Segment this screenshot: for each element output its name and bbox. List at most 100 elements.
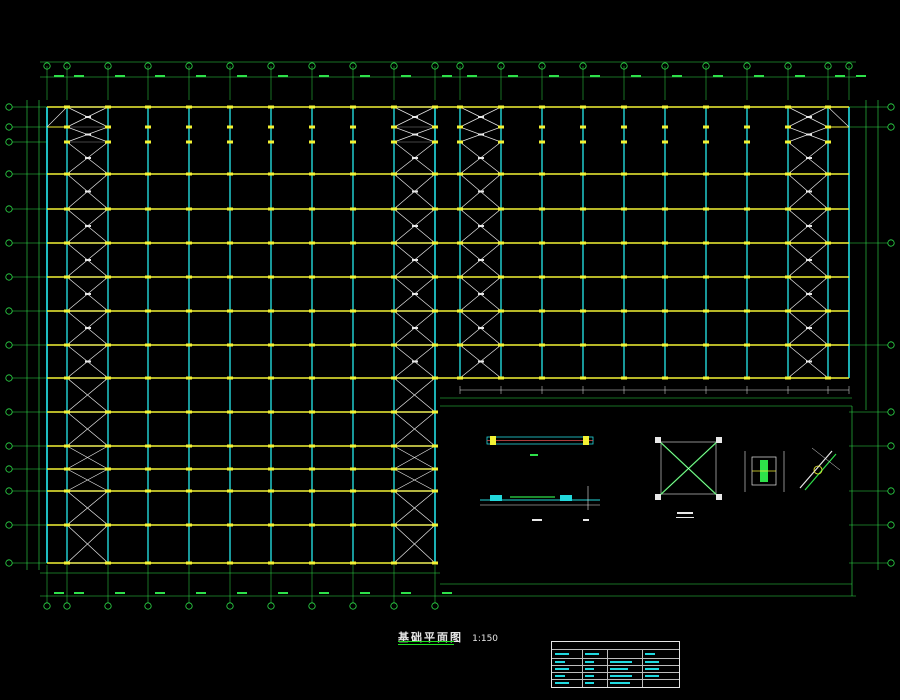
column-marker [744,309,750,313]
bay-label [412,190,418,193]
column-marker [350,467,356,471]
bay-label [806,133,812,136]
bay-label [478,116,484,118]
bracing-line [66,524,109,564]
bracing-line [66,411,109,447]
column-marker [703,275,709,279]
column-marker [391,410,397,414]
dimension-mark [631,75,641,77]
axis-bubble [226,62,234,70]
column-marker [539,172,545,176]
column-marker [498,241,504,245]
column-marker [457,172,463,176]
column-marker [621,172,627,176]
column-marker [498,376,504,380]
column-marker [391,343,397,347]
column-marker [105,410,111,414]
column-marker [825,309,831,313]
axis-bubble [661,62,669,70]
detail-bolt [813,465,823,475]
column-marker [432,489,438,493]
column-marker [703,172,709,176]
title-table-entry [610,661,632,663]
column-marker [825,207,831,211]
column-marker [227,489,233,493]
bracing-line [46,106,68,128]
axis-bubble [63,602,71,610]
bay-label [85,259,91,261]
title-table-rule [582,649,583,687]
column-marker [825,105,831,109]
column-marker [227,376,233,380]
dimension-mark [713,75,723,77]
column-marker [744,125,750,129]
bay-label [478,327,484,329]
axis-bubble [887,442,895,450]
axis-bubble [5,307,13,315]
column-marker [539,140,545,144]
axis-bubble [5,487,13,495]
column-marker [309,140,315,144]
column-marker [105,140,111,144]
dimension-mark [590,75,600,77]
title-table-entry [555,675,565,677]
dimension-mark [442,75,452,77]
column-marker [391,105,397,109]
bracing-line [393,490,436,526]
column-marker [64,343,70,347]
column-marker [457,140,463,144]
column-marker [539,309,545,313]
axis-bubble [267,62,275,70]
column-marker [227,241,233,245]
column-marker [432,172,438,176]
detail-brace-frame [660,441,717,495]
axis-bubble [349,62,357,70]
bay-label [478,225,484,227]
bracing-line [66,445,109,470]
column-marker [621,207,627,211]
bracing-line [393,445,436,470]
bay-label [478,293,484,295]
axis-bubble [538,62,546,70]
column-marker [432,467,438,471]
column-marker [186,444,192,448]
dimension-mark [401,75,411,77]
column-marker [662,241,668,245]
column-marker [391,444,397,448]
detail-brace-node [716,494,722,500]
column-marker [145,343,151,347]
axis-bubble [431,602,439,610]
column-marker [309,275,315,279]
column-marker [64,207,70,211]
column-marker [621,343,627,347]
dimension-mark [54,592,64,594]
column-marker [391,125,397,129]
axis-bubble [431,62,439,70]
title-table-rule [552,649,679,650]
axis-bubble [784,62,792,70]
title-table-entry [585,682,594,684]
dimension-mark [74,592,84,594]
bay-label [412,259,418,261]
column-marker [703,241,709,245]
detail-brace-node [716,437,722,443]
axis-bubble [497,62,505,70]
bay-label [412,360,418,363]
axis-bubble [702,62,710,70]
column-marker [64,561,70,565]
drawing-title: 基础平面图 [398,631,463,644]
column-marker [105,444,111,448]
column-marker [662,207,668,211]
bay-label [85,116,91,118]
column-marker [662,105,668,109]
column-marker [309,376,315,380]
column-marker [268,444,274,448]
dimension-mark [672,75,682,77]
axis-bubble [349,602,357,610]
column-marker [432,125,438,129]
column-marker [825,275,831,279]
column-marker [309,309,315,313]
bay-label [806,190,812,193]
bay-label [412,293,418,295]
